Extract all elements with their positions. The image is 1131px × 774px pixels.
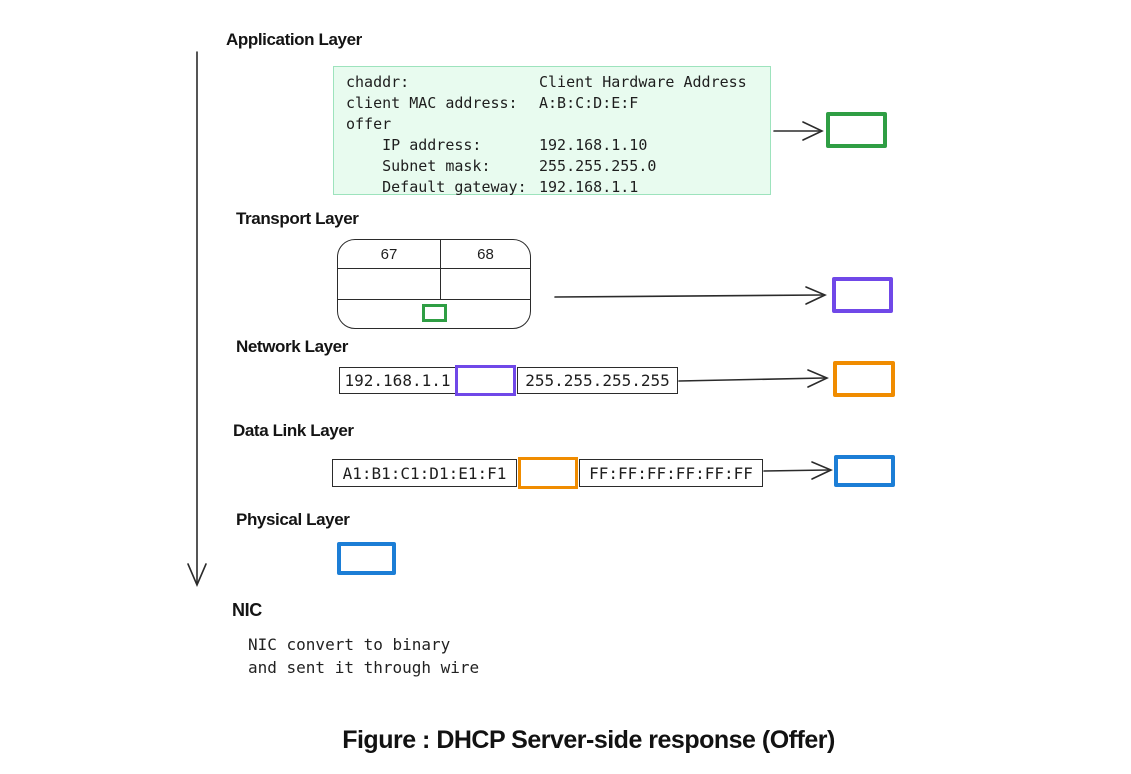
packet-payload-rect — [455, 365, 516, 396]
datalink-arrow-shaft — [763, 469, 829, 472]
frame-payload-rect — [518, 457, 578, 489]
field-label: IP address: — [346, 136, 482, 154]
message-row-subnet-mask: Subnet mask: 255.255.255.0 — [346, 156, 770, 177]
nic-label: NIC — [232, 600, 262, 620]
segment-payload-row — [338, 300, 530, 326]
network-arrow-shaft — [678, 377, 825, 382]
field-label: offer — [346, 115, 392, 133]
udp-segment-box: 67 68 — [337, 239, 531, 329]
figure-caption: Figure : DHCP Server-side response (Offe… — [342, 726, 835, 754]
network-layer-label: Network Layer — [236, 337, 348, 356]
segment-middle-right-cell — [441, 269, 530, 299]
message-row-offer: offer — [346, 114, 770, 135]
field-label: chaddr: — [346, 73, 410, 91]
application-arrowhead-icon — [802, 121, 824, 141]
transport-segment-rect — [832, 277, 893, 313]
message-row-ip-address: IP address: 192.168.1.10 — [346, 135, 770, 156]
field-label: Subnet mask: — [346, 157, 491, 175]
transport-arrowhead-icon — [805, 286, 827, 305]
message-row-chaddr: chaddr: Client Hardware Address — [346, 72, 770, 93]
field-value: Client Hardware Address — [539, 73, 747, 91]
source-ip-box: 192.168.1.1 — [339, 367, 456, 394]
datalink-arrowhead-icon — [811, 461, 833, 480]
segment-payload-rect — [421, 304, 447, 322]
nic-note-line: and sent it through wire — [248, 658, 480, 677]
network-packet-rect — [833, 361, 895, 397]
field-label: client MAC address: — [346, 94, 518, 112]
source-mac-box: A1:B1:C1:D1:E1:F1 — [332, 459, 517, 487]
segment-ports-row: 67 68 — [338, 240, 530, 269]
message-row-default-gateway: Default gateway: 192.168.1.1 — [346, 177, 770, 198]
field-label: Default gateway: — [346, 178, 527, 196]
segment-middle-left-cell — [338, 269, 441, 299]
network-arrowhead-icon — [807, 369, 829, 388]
nic-note: NIC convert to binary and sent it throug… — [248, 633, 479, 679]
field-value: A:B:C:D:E:F — [539, 94, 639, 112]
dest-ip-box: 255.255.255.255 — [517, 367, 678, 394]
datalink-frame-rect — [834, 455, 895, 487]
source-port-cell: 67 — [338, 240, 441, 268]
application-payload-rect — [826, 112, 887, 148]
message-row-client-mac: client MAC address: A:B:C:D:E:F — [346, 93, 770, 114]
dest-port-cell: 68 — [477, 245, 494, 263]
segment-middle-row — [338, 269, 530, 300]
application-layer-label: Application Layer — [226, 30, 362, 49]
transport-layer-label: Transport Layer — [236, 209, 359, 228]
nic-note-line: NIC convert to binary — [248, 635, 451, 654]
layers-flow-arrowhead-icon — [187, 563, 207, 588]
physical-layer-label: Physical Layer — [236, 510, 350, 529]
field-value: 255.255.255.0 — [539, 157, 657, 175]
dhcp-offer-message-box: chaddr: Client Hardware Address client M… — [333, 66, 771, 198]
field-value: 192.168.1.1 — [539, 178, 639, 196]
transport-arrow-shaft — [554, 294, 823, 298]
field-value: 192.168.1.10 — [539, 136, 648, 154]
physical-frame-rect — [337, 542, 396, 575]
dest-mac-box: FF:FF:FF:FF:FF:FF — [579, 459, 763, 487]
datalink-layer-label: Data Link Layer — [233, 421, 354, 440]
